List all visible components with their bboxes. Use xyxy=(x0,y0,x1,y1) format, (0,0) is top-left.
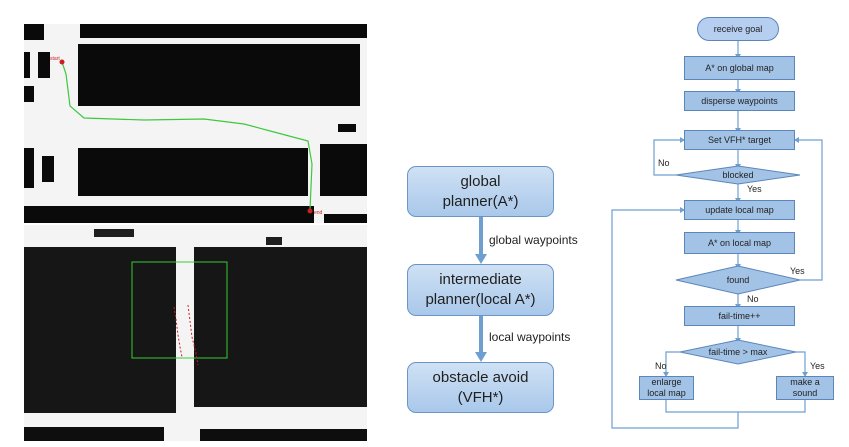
global-waypoints-label: global waypoints xyxy=(489,233,578,247)
set-target-node: Set VFH* target xyxy=(684,130,795,150)
fail-time-increment-node: fail-time++ xyxy=(684,306,795,326)
map-block xyxy=(24,427,164,441)
map-block xyxy=(200,429,367,441)
map-block xyxy=(24,52,30,78)
make-sound-node: make a sound xyxy=(776,376,834,400)
local-window xyxy=(131,261,228,359)
global-planner-box: global planner(A*) xyxy=(407,166,554,217)
local-waypoints-label: local waypoints xyxy=(489,330,571,344)
flow-connector xyxy=(665,351,680,374)
global-path xyxy=(61,61,313,211)
update-local-map-node: update local map xyxy=(684,200,795,220)
obstacle-avoid-box: obstacle avoid (VFH*) xyxy=(407,362,554,413)
flow-connector xyxy=(796,351,806,374)
map-block xyxy=(24,247,176,413)
robot-track xyxy=(187,304,199,366)
flow-arrow-head xyxy=(735,264,741,269)
start-marker xyxy=(59,59,65,65)
map-block xyxy=(266,237,282,245)
local-map-panel xyxy=(24,225,367,441)
map-block xyxy=(42,156,54,182)
flow-arrow-head xyxy=(735,338,741,343)
map-block xyxy=(24,86,34,102)
map-block xyxy=(194,247,367,407)
planner-arrow-head xyxy=(475,254,487,264)
flow-arrow-head xyxy=(735,164,741,169)
fail-time-check-label: fail-time > max xyxy=(708,347,768,357)
fail-no-label: No xyxy=(655,361,667,371)
global-map: start end xyxy=(24,24,367,223)
blocked-no-label: No xyxy=(658,158,670,168)
robot-track xyxy=(173,306,183,358)
map-block xyxy=(338,124,356,132)
map-block xyxy=(78,148,308,196)
intermediate-planner-box: intermediate planner(local A*) xyxy=(407,264,554,316)
a-star-global-node: A* on global map xyxy=(684,56,795,80)
a-star-local-node: A* on local map xyxy=(684,232,795,254)
flow-connector xyxy=(665,400,806,413)
receive-goal-node: receive goal xyxy=(697,17,779,41)
found-yes-label: Yes xyxy=(790,266,805,276)
map-block xyxy=(24,206,314,223)
blocked-yes-label: Yes xyxy=(747,184,762,194)
map-block xyxy=(24,24,44,40)
enlarge-local-map-node: enlarge local map xyxy=(639,376,694,400)
end-label: end xyxy=(314,210,323,216)
global-map-panel: start end xyxy=(24,24,367,223)
disperse-waypoints-node: disperse waypoints xyxy=(684,91,795,111)
end-marker xyxy=(307,208,313,214)
fail-yes-label: Yes xyxy=(810,361,825,371)
map-block xyxy=(78,44,360,106)
planner-arrow-head xyxy=(475,352,487,362)
found-no-label: No xyxy=(747,294,759,304)
map-block xyxy=(94,229,134,237)
map-block xyxy=(24,148,34,188)
blocked-label: blocked xyxy=(722,170,754,180)
start-label: start xyxy=(50,56,60,62)
map-block xyxy=(80,24,367,38)
map-block xyxy=(324,214,367,223)
local-map xyxy=(24,229,367,441)
map-block xyxy=(38,52,50,78)
map-block xyxy=(320,144,367,196)
flow-connector xyxy=(795,139,823,281)
found-label: found xyxy=(726,275,750,285)
